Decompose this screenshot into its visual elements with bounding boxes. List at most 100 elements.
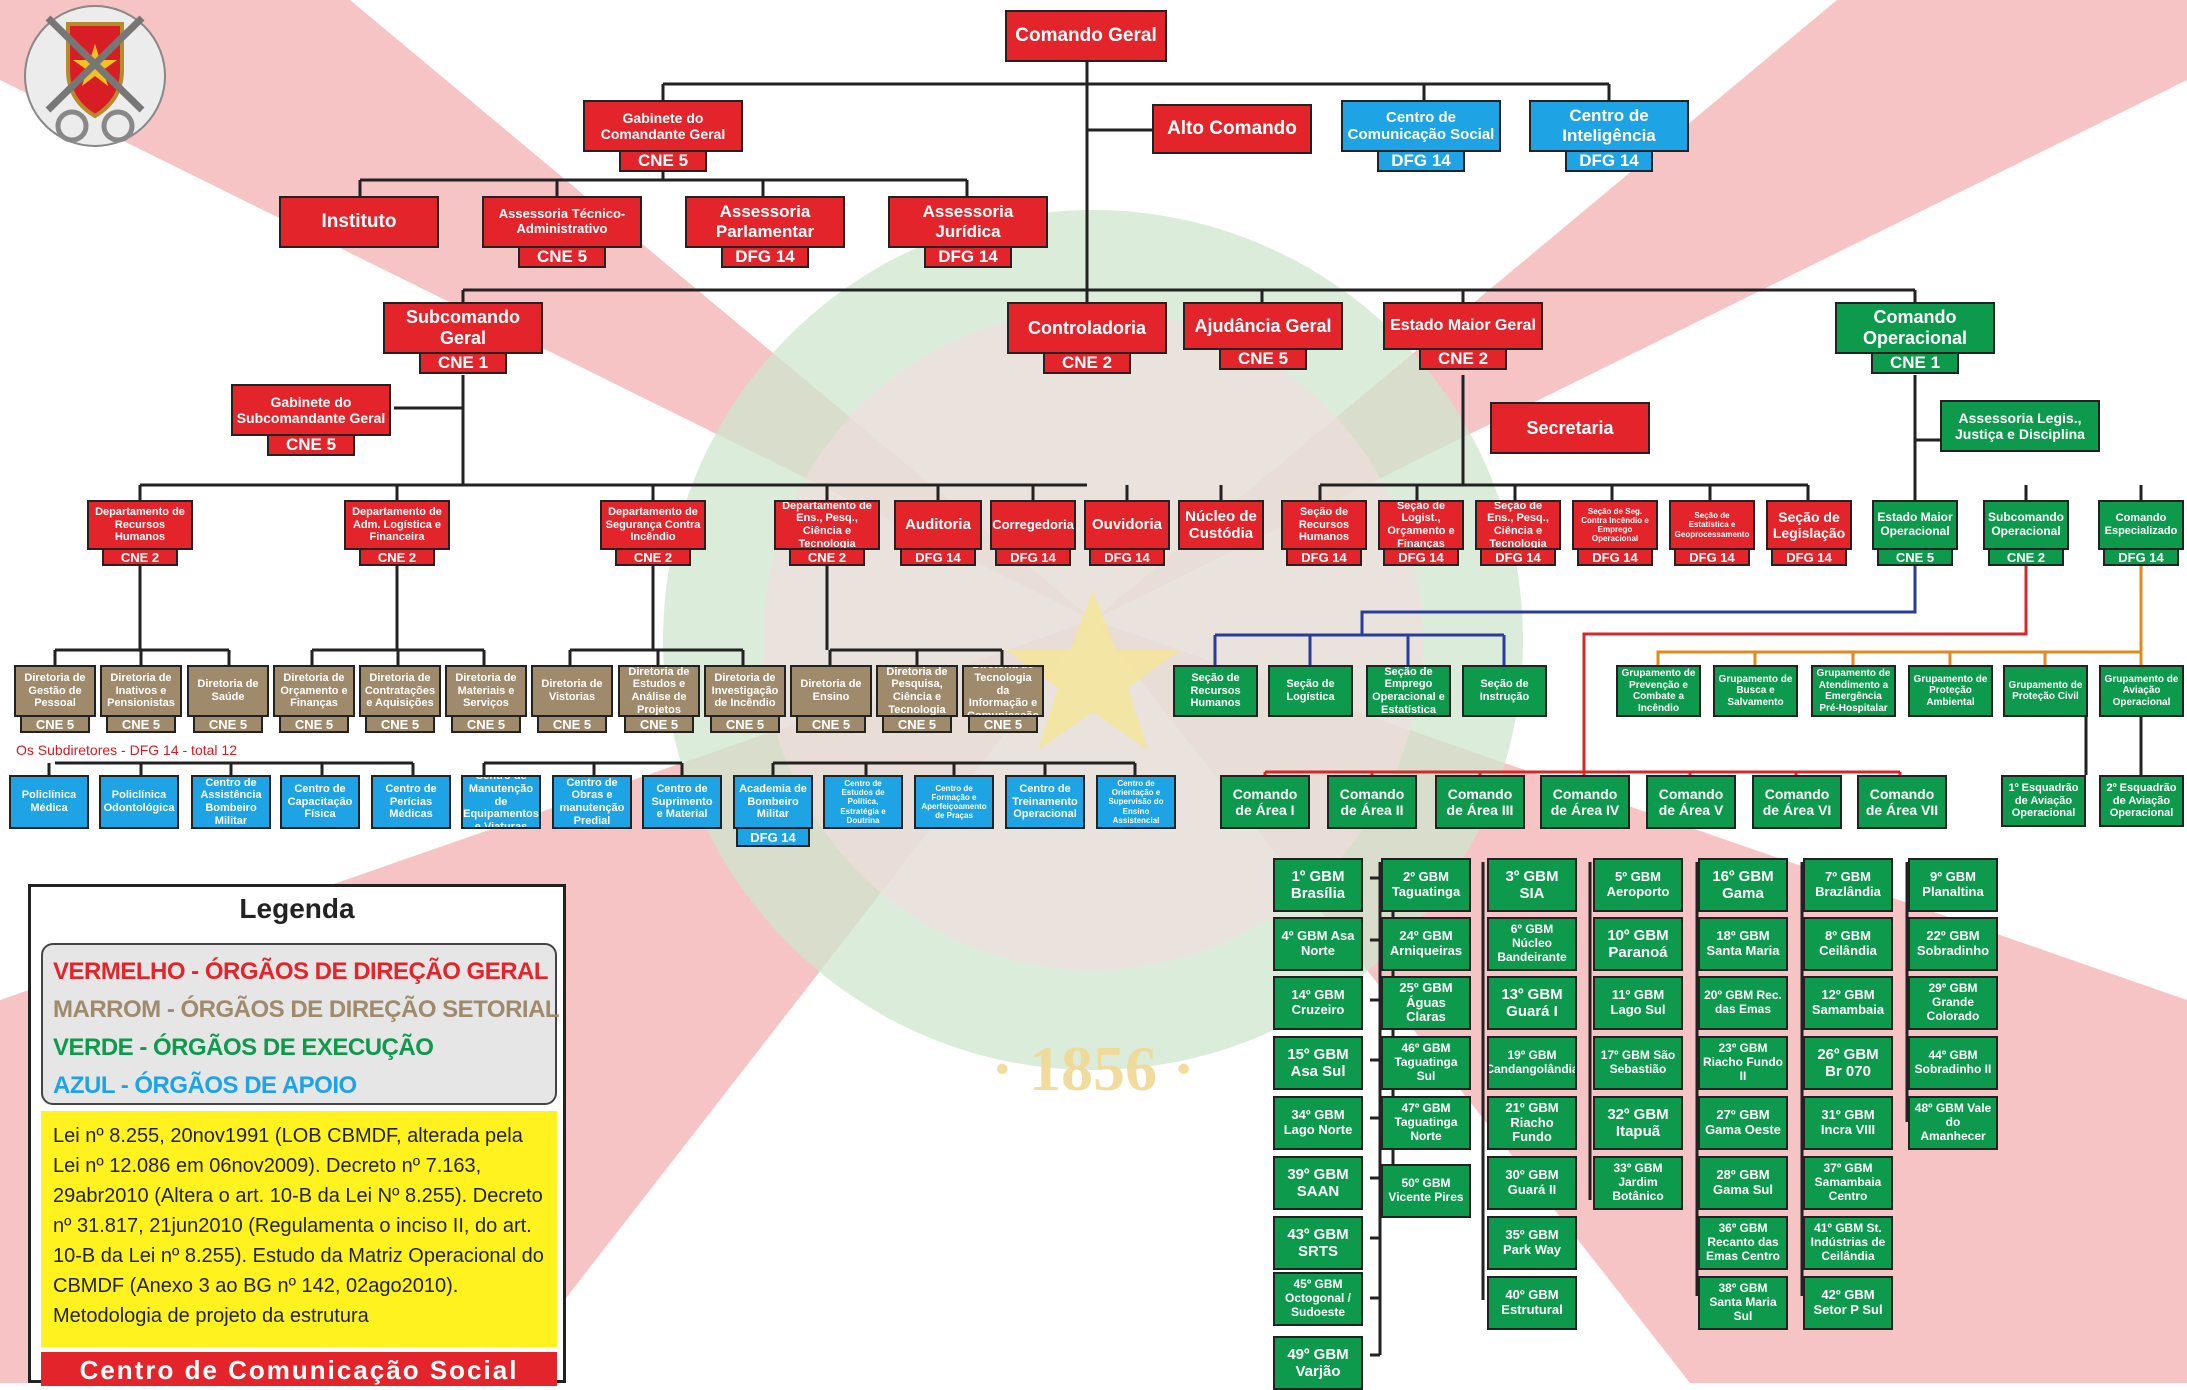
org-box-blue-orgs-centro-com: Centro de Comunicação Social xyxy=(1341,100,1501,152)
org-label: Secretaria xyxy=(1526,417,1614,438)
org-box-green-orgs-areas-6: Comando de Área VII xyxy=(1857,775,1947,829)
org-box-green-orgs-gbm-4-3: 23º GBM Riacho Fundo II xyxy=(1698,1036,1788,1090)
org-box-green-orgs-areas-5: Comando de Área VI xyxy=(1752,775,1842,829)
org-label: Gabinete do Comandante Geral xyxy=(600,109,726,142)
org-label: Grupamento de Proteção Civil xyxy=(2008,679,2083,703)
org-box-green-orgs-gbm-2-1: 6º GBM Núcleo Bandeirante xyxy=(1487,917,1577,971)
org-label: Diretoria de Pesquisa, Ciência e Tecnolo… xyxy=(886,665,948,716)
org-label: Comando de Área V xyxy=(1658,785,1724,818)
org-tag-green-orgs-estado-maior-op: CNE 5 xyxy=(1877,548,1953,566)
org-box-green-orgs-gbm-3-1: 10º GBM Paranoá xyxy=(1593,917,1683,971)
org-label: 36º GBM Recanto das Emas Centro xyxy=(1705,1221,1781,1263)
org-box-green-orgs-gbm-5-0: 7º GBM Brazlândia xyxy=(1803,858,1893,912)
org-tag-red-orgs-subcomando: CNE 1 xyxy=(419,352,507,374)
org-tag-green-orgs-comando-esp: DFG 14 xyxy=(2103,548,2179,566)
cbmdf-emblem xyxy=(24,5,166,147)
org-label: 43º GBM SRTS xyxy=(1287,1225,1349,1260)
org-label: Seção de Instrução xyxy=(1479,678,1530,703)
org-label: Seção de Seg. Contra Incêndio e Emprego … xyxy=(1581,506,1649,544)
org-box-green-orgs-gbm-6-4: 48º GBM Vale do Amanhecer xyxy=(1908,1096,1998,1150)
org-box-green-orgs-gbm-1-4: 47º GBM Taguatinga Norte xyxy=(1381,1096,1471,1150)
org-box-blue-orgs-bottom-12: Centro de Orientação e Supervisão do Ens… xyxy=(1096,775,1176,829)
org-tag-red-orgs-departamentos-3: CNE 2 xyxy=(789,548,865,566)
org-tag-brown-orgs-0: CNE 5 xyxy=(20,715,90,733)
org-label: 2º GBM Taguatinga xyxy=(1391,869,1461,899)
org-label: 23º GBM Riacho Fundo II xyxy=(1703,1041,1783,1083)
org-box-brown-orgs-5: Diretoria de Materiais e Serviços xyxy=(445,665,527,717)
org-label: 50º GBM Vicente Pires xyxy=(1388,1176,1464,1204)
org-label: 5º GBM Aeroporto xyxy=(1606,869,1670,899)
org-tag-brown-orgs-9: CNE 5 xyxy=(796,715,866,733)
org-label: Policlínica Médica xyxy=(21,789,77,814)
org-box-green-orgs-gbm-0-0: 1º GBM Brasília xyxy=(1273,858,1363,912)
org-label: Grupamento de Proteção Ambiental xyxy=(1913,673,1988,708)
org-box-green-orgs-grupamentos-3: Grupamento de Proteção Ambiental xyxy=(1908,665,1993,717)
org-box-red-orgs-secretaria: Secretaria xyxy=(1490,402,1650,454)
org-box-blue-orgs-bottom-4: Centro de Perícias Médicas xyxy=(371,775,451,829)
org-box-green-orgs-gbm-5-2: 12º GBM Samambaia xyxy=(1803,976,1893,1030)
org-label: Comando Especializado xyxy=(2104,512,2178,537)
org-label: Comando Operacional xyxy=(1862,307,1968,348)
org-tag-blue-orgs-centro-com: DFG 14 xyxy=(1377,150,1465,172)
org-label: Diretoria de Saúde xyxy=(197,678,259,703)
org-label: Ajudância Geral xyxy=(1194,315,1332,336)
org-label: 12º GBM Samambaia xyxy=(1811,987,1885,1017)
org-label: Núcleo de Custódia xyxy=(1185,507,1257,542)
org-box-green-orgs-grupamentos-1: Grupamento de Busca e Salvamento xyxy=(1713,665,1798,717)
org-box-green-orgs-gbm-5-1: 8º GBM Ceilândia xyxy=(1803,917,1893,971)
org-label: Centro de Inteligência xyxy=(1562,106,1656,145)
org-tag-academia: DFG 14 xyxy=(736,827,810,847)
org-label: Alto Comando xyxy=(1167,118,1297,140)
org-label: 20º GBM Rec. das Emas xyxy=(1704,988,1782,1016)
org-box-blue-orgs-bottom-8: Academia de Bombeiro Militar xyxy=(733,775,813,829)
org-box-red-orgs-departamentos-3: Departamento de Ens., Pesq., Ciência e T… xyxy=(774,500,880,550)
org-label: Seção de Logist., Orçamento e Finanças xyxy=(1387,500,1455,550)
org-tag-brown-orgs-1: CNE 5 xyxy=(106,715,176,733)
org-box-blue-orgs-bottom-3: Centro de Capacitação Física xyxy=(280,775,360,829)
org-box-red-orgs-assessoria-parl: Assessoria Parlamentar xyxy=(685,196,845,248)
org-label: Centro de Orientação e Supervisão do Ens… xyxy=(1108,779,1164,825)
org-label: 3º GBM SIA xyxy=(1505,867,1559,902)
org-box-red-orgs-instituto: Instituto xyxy=(279,196,439,248)
org-box-green-orgs-gbm-2-2: 13º GBM Guará I xyxy=(1487,976,1577,1030)
org-label: 1º Esquadrão de Aviação Operacional xyxy=(2008,782,2079,820)
org-box-green-orgs-gbm-5-3: 26º GBM Br 070 xyxy=(1803,1036,1893,1090)
org-box-green-orgs-gbm-0-5: 39º GBM SAAN xyxy=(1273,1156,1363,1210)
org-label: Diretoria de Gestão de Pessoal xyxy=(24,672,86,710)
org-box-red-orgs-departamentos-1: Departamento de Adm. Logística e Finance… xyxy=(344,500,450,550)
org-tag-blue-orgs-centro-intel: DFG 14 xyxy=(1565,150,1653,172)
org-box-green-orgs-gbm-4-2: 20º GBM Rec. das Emas xyxy=(1698,976,1788,1030)
org-label: 27º GBM Gama Oeste xyxy=(1705,1107,1781,1137)
org-box-blue-orgs-bottom-2: Centro de Assistência Bombeiro Militar xyxy=(191,775,271,829)
org-box-brown-orgs-4: Diretoria de Contratações e Aquisições xyxy=(359,665,441,717)
org-label: 4º GBM Asa Norte xyxy=(1281,928,1355,958)
org-box-green-orgs-gbm-3-2: 11º GBM Lago Sul xyxy=(1593,976,1683,1030)
org-box-green-orgs-comando-esp: Comando Especializado xyxy=(2098,500,2184,550)
org-label: Diretoria de Orçamento e Finanças xyxy=(280,672,348,710)
org-label: Comando de Área I xyxy=(1232,785,1298,818)
org-label: Diretoria de Estudos e Análise de Projet… xyxy=(628,665,690,716)
org-label: Assessoria Técnico-Administrativo xyxy=(498,206,626,236)
org-box-green-orgs-gbm-1-5: 50º GBM Vicente Pires xyxy=(1381,1164,1471,1218)
org-box-red-orgs-controladoria: Controladoria xyxy=(1007,302,1167,354)
org-label: Comando de Área IV xyxy=(1550,785,1620,818)
org-tag-red-orgs-ouvidoria: DFG 14 xyxy=(1089,548,1165,566)
org-label: Auditoria xyxy=(905,516,971,534)
org-box-brown-orgs-1: Diretoria de Inativos e Pensionistas xyxy=(100,665,182,717)
org-label: 14º GBM Cruzeiro xyxy=(1291,987,1345,1017)
org-box-green-orgs-gbm-4-1: 18º GBM Santa Maria xyxy=(1698,917,1788,971)
org-tag-red-orgs-gabinete-sub: CNE 5 xyxy=(267,434,355,456)
org-box-brown-orgs-7: Diretoria de Estudos e Análise de Projet… xyxy=(618,665,700,717)
org-label: 44º GBM Sobradinho II xyxy=(1914,1048,1992,1076)
subdiretores-note: Os Subdiretores - DFG 14 - total 12 xyxy=(16,742,237,758)
org-box-red-orgs-assessoria-jur: Assessoria Jurídica xyxy=(888,196,1048,248)
org-box-green-orgs-gbm-1-0: 2º GBM Taguatinga xyxy=(1381,858,1471,912)
legend-item-brown: MARROM - ÓRGÃOS DE DIREÇÃO SETORIAL xyxy=(53,996,560,1023)
legend-color-key: VERMELHO - ÓRGÃOS DE DIREÇÃO GERAL MARRO… xyxy=(41,943,560,1105)
org-label: Controladoria xyxy=(1027,317,1146,338)
org-label: Centro de Perícias Médicas xyxy=(385,783,437,821)
org-label: Departamento de Ens., Pesq., Ciência e T… xyxy=(782,500,872,550)
org-box-green-orgs-subcomando-op: Subcomando Operacional xyxy=(1983,500,2069,550)
org-label: 2º Esquadrão de Aviação Operacional xyxy=(2106,782,2177,820)
org-label: Seção de Legislação xyxy=(1772,508,1846,541)
